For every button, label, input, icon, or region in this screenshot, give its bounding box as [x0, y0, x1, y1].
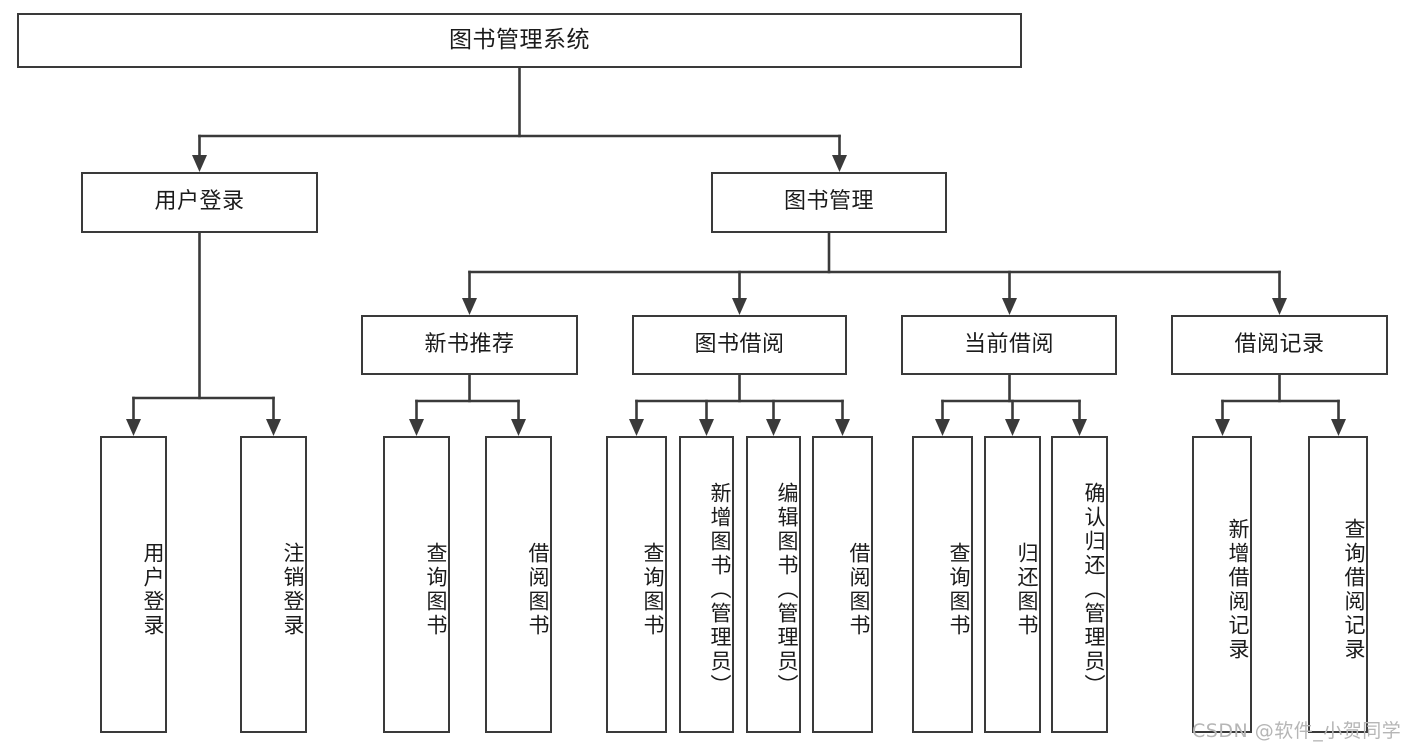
node-leaf-borrow-book-1-label: 借阅图书 — [526, 541, 550, 638]
node-leaf-query-book-1[interactable]: 查询图书 — [383, 436, 450, 733]
node-leaf-return-book[interactable]: 归还图书 — [984, 436, 1041, 733]
csdn-watermark: CSDN @软件_小贺同学 — [1192, 720, 1402, 742]
node-leaf-query-record[interactable]: 查询借阅记录 — [1308, 436, 1368, 733]
node-root[interactable]: 图书管理系统 — [17, 13, 1022, 68]
node-leaf-query-book-3-label: 查询图书 — [947, 541, 971, 638]
node-leaf-add-record-label: 新增借阅记录 — [1226, 517, 1250, 662]
node-leaf-query-book-2[interactable]: 查询图书 — [606, 436, 667, 733]
node-leaf-borrow-book-2-label: 借阅图书 — [847, 541, 871, 638]
node-book-borrow-label: 图书借阅 — [694, 331, 785, 357]
node-leaf-borrow-book-1[interactable]: 借阅图书 — [485, 436, 552, 733]
node-leaf-query-book-3[interactable]: 查询图书 — [912, 436, 973, 733]
node-leaf-borrow-book-2[interactable]: 借阅图书 — [812, 436, 873, 733]
node-new-book-recommend-label: 新书推荐 — [424, 331, 515, 357]
node-root-label: 图书管理系统 — [449, 26, 590, 53]
node-leaf-query-record-label: 查询借阅记录 — [1342, 517, 1366, 662]
node-book-manage[interactable]: 图书管理 — [711, 172, 947, 233]
node-leaf-logout[interactable]: 注销登录 — [240, 436, 307, 733]
node-leaf-query-book-2-label: 查询图书 — [641, 541, 665, 638]
node-leaf-confirm-return-label: 确认归还（管理员） — [1082, 481, 1106, 698]
node-current-borrow-label: 当前借阅 — [963, 331, 1054, 357]
node-borrow-record[interactable]: 借阅记录 — [1171, 315, 1388, 375]
node-leaf-add-record[interactable]: 新增借阅记录 — [1192, 436, 1252, 733]
node-leaf-add-book-label: 新增图书（管理员） — [708, 481, 732, 698]
node-leaf-user-login-label: 用户登录 — [141, 541, 165, 638]
node-leaf-confirm-return[interactable]: 确认归还（管理员） — [1051, 436, 1108, 733]
node-user-login-label: 用户登录 — [154, 189, 245, 215]
node-leaf-query-book-1-label: 查询图书 — [424, 541, 448, 638]
node-book-manage-label: 图书管理 — [783, 189, 874, 215]
node-borrow-record-label: 借阅记录 — [1234, 331, 1325, 357]
node-leaf-user-login[interactable]: 用户登录 — [100, 436, 167, 733]
node-new-book-recommend[interactable]: 新书推荐 — [361, 315, 578, 375]
node-leaf-add-book[interactable]: 新增图书（管理员） — [679, 436, 734, 733]
node-leaf-edit-book-label: 编辑图书（管理员） — [775, 481, 799, 698]
node-leaf-logout-label: 注销登录 — [281, 541, 305, 638]
node-book-borrow[interactable]: 图书借阅 — [632, 315, 847, 375]
node-current-borrow[interactable]: 当前借阅 — [901, 315, 1117, 375]
node-leaf-return-book-label: 归还图书 — [1015, 541, 1039, 638]
node-user-login[interactable]: 用户登录 — [81, 172, 318, 233]
node-leaf-edit-book[interactable]: 编辑图书（管理员） — [746, 436, 801, 733]
